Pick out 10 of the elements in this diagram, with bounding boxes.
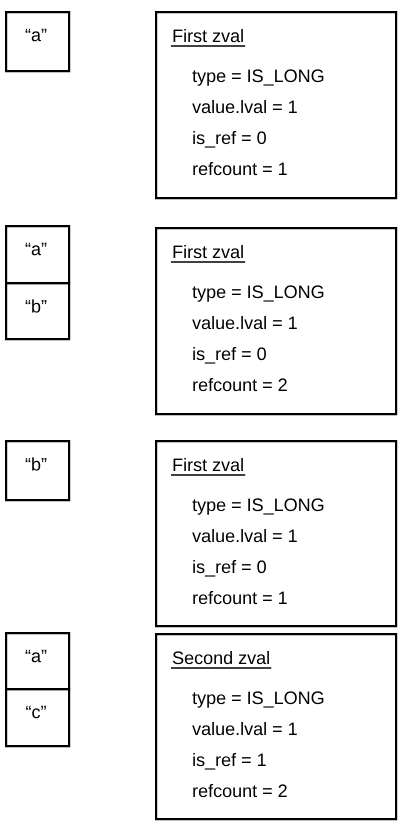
string-box: “a” [5, 11, 70, 72]
zval-box: Second zval type = IS_LONG value.lval = 1 is_ref = 1 refcount = 2 [155, 633, 398, 820]
string-box: “a” [5, 225, 70, 284]
zval-box: First zval type = IS_LONG value.lval = 1 is_ref = 0 refcount = 2 [155, 227, 398, 416]
zval-box: First zval type = IS_LONG value.lval = 1 is_ref = 0 refcount = 1 [155, 440, 398, 628]
zval-box: First zval type = IS_LONG value.lval = 1 is_ref = 0 refcount = 1 [155, 11, 398, 200]
string-box: “b” [5, 282, 70, 340]
string-box: “a” [5, 632, 70, 690]
string-box: “b” [5, 440, 70, 502]
string-box: “c” [5, 688, 70, 748]
